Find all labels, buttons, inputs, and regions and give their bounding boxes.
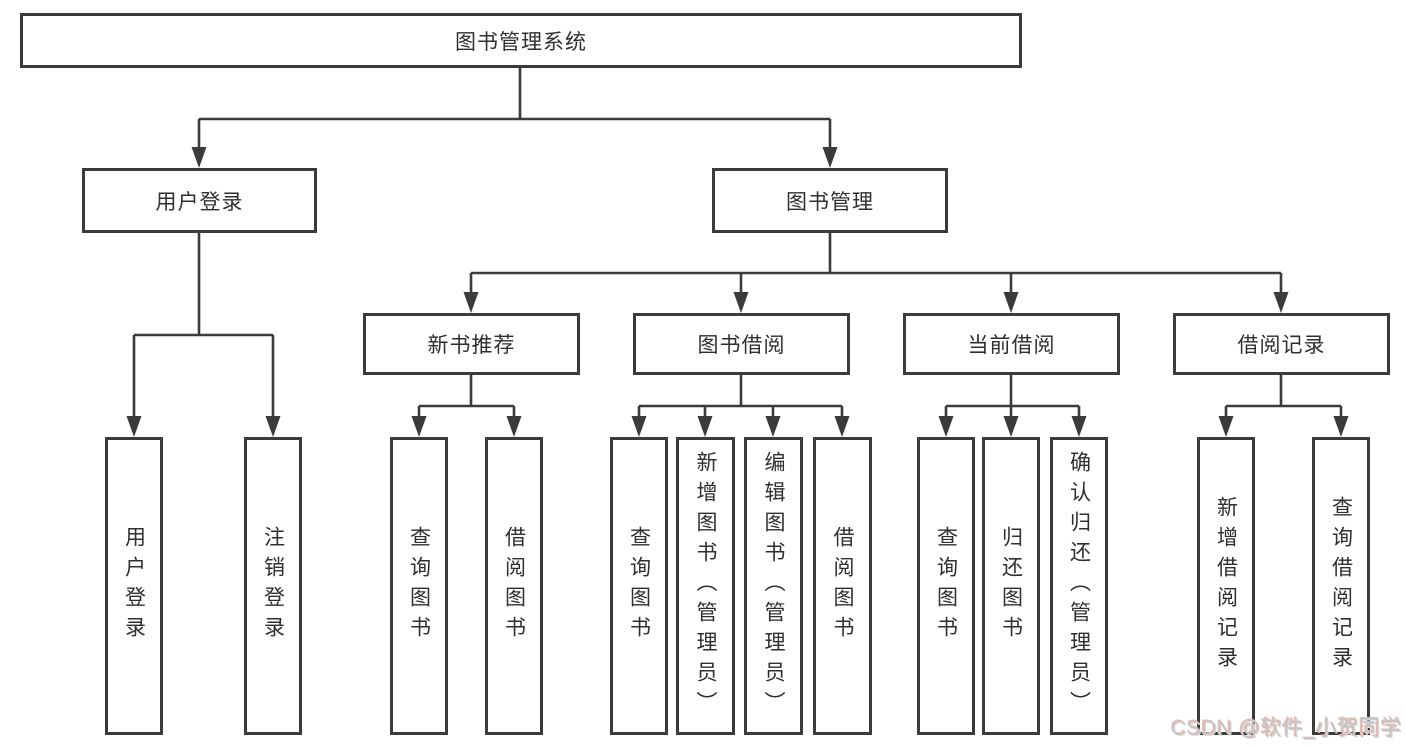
leaf-add-books-admin: 新增图书（管理员） — [676, 437, 735, 735]
node-borrowing-records: 借阅记录 — [1173, 313, 1390, 375]
node-user-login: 用户登录 — [82, 168, 317, 233]
connector-bookmgmt-to-level3 — [469, 233, 1283, 296]
arrow-down-icon — [822, 147, 838, 168]
arrow-down-icon — [697, 416, 713, 437]
arrow-down-icon — [733, 292, 749, 313]
arrow-down-icon — [1071, 416, 1087, 437]
node-new-book-recommendation: 新书推荐 — [363, 313, 580, 375]
arrow-down-icon — [938, 416, 954, 437]
arrow-down-icon — [463, 292, 479, 313]
arrow-down-icon — [1003, 416, 1019, 437]
arrow-down-icon — [1003, 292, 1019, 313]
connector-newbook-to-leaves — [417, 375, 516, 420]
arrow-down-icon — [1273, 292, 1289, 313]
connector-root-to-level2 — [197, 68, 832, 150]
arrow-down-icon — [126, 416, 142, 437]
leaf-return-books: 归还图书 — [982, 437, 1040, 735]
leaf-edit-books-admin: 编辑图书（管理员） — [744, 437, 803, 735]
connector-borrowrecord-to-leaves — [1224, 375, 1343, 420]
leaf-query-books-borrowing: 查询图书 — [610, 437, 668, 735]
arrow-down-icon — [765, 416, 781, 437]
arrow-down-icon — [1333, 416, 1349, 437]
arrow-down-icon — [506, 416, 522, 437]
arrow-down-icon — [191, 147, 207, 168]
node-book-management: 图书管理 — [712, 168, 948, 233]
arrow-down-icon — [1218, 416, 1234, 437]
csdn-watermark: CSDN @软件_小贺同学 — [1171, 717, 1402, 740]
leaf-query-books-current: 查询图书 — [917, 437, 975, 735]
node-library-management-system: 图书管理系统 — [20, 13, 1022, 68]
leaf-borrow-books-recommend: 借阅图书 — [485, 437, 543, 735]
connector-bookborrow-to-leaves — [637, 375, 844, 420]
leaf-query-books-recommend: 查询图书 — [390, 437, 448, 735]
connector-currentborrow-to-leaves — [944, 375, 1081, 420]
arrowheads — [126, 147, 1349, 437]
leaf-confirm-return-admin: 确认归还（管理员） — [1050, 437, 1108, 735]
leaf-user-login: 用户登录 — [105, 437, 163, 735]
leaf-query-borrow-record: 查询借阅记录 — [1312, 437, 1370, 735]
arrow-down-icon — [631, 416, 647, 437]
arrow-down-icon — [411, 416, 427, 437]
node-current-borrowing: 当前借阅 — [903, 313, 1120, 375]
leaf-logout-login: 注销登录 — [244, 437, 302, 735]
leaf-borrow-books-borrowing: 借阅图书 — [813, 437, 872, 735]
connector-userlogin-to-leaves — [132, 233, 275, 420]
leaf-add-borrow-record: 新增借阅记录 — [1197, 437, 1255, 735]
arrow-down-icon — [265, 416, 281, 437]
node-book-borrowing: 图书借阅 — [633, 313, 850, 375]
arrow-down-icon — [834, 416, 850, 437]
